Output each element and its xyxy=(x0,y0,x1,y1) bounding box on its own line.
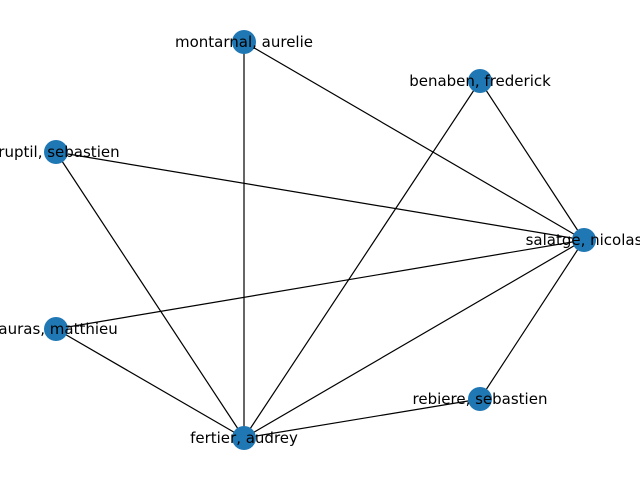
edge-benaben-salatge xyxy=(479,80,585,241)
node-label-rebiere: rebiere, sebastien xyxy=(413,390,548,408)
edge-lauras-fertier xyxy=(55,328,245,439)
edge-rebiere-fertier xyxy=(243,398,481,439)
edge-truptil-salatge xyxy=(55,151,585,241)
node-label-montarnal: montarnal, aurelie xyxy=(175,33,313,51)
node-label-salatge: salatge, nicolas xyxy=(526,231,640,249)
node-label-fertier: fertier, audrey xyxy=(190,429,298,447)
node-salatge xyxy=(572,228,596,252)
node-lauras xyxy=(44,317,68,341)
node-label-benaben: benaben, frederick xyxy=(409,72,551,90)
edge-truptil-fertier xyxy=(55,151,245,439)
labels-layer: montarnal, aurelie benaben, frederick trup… xyxy=(0,33,640,447)
node-montarnal xyxy=(232,30,256,54)
nodes-layer xyxy=(44,30,596,450)
node-benaben xyxy=(468,69,492,93)
edge-salatge-rebiere xyxy=(479,239,585,400)
edge-montarnal-salatge xyxy=(243,41,585,241)
edge-lauras-salatge xyxy=(55,239,585,330)
node-label-lauras: lauras, matthieu xyxy=(0,320,118,338)
node-rebiere xyxy=(468,387,492,411)
edges-layer xyxy=(55,41,585,439)
edge-benaben-fertier xyxy=(243,80,481,439)
node-truptil xyxy=(44,140,68,164)
node-fertier xyxy=(232,426,256,450)
edge-salatge-fertier xyxy=(243,239,585,439)
node-label-truptil: truptil, sebastien xyxy=(0,143,120,161)
